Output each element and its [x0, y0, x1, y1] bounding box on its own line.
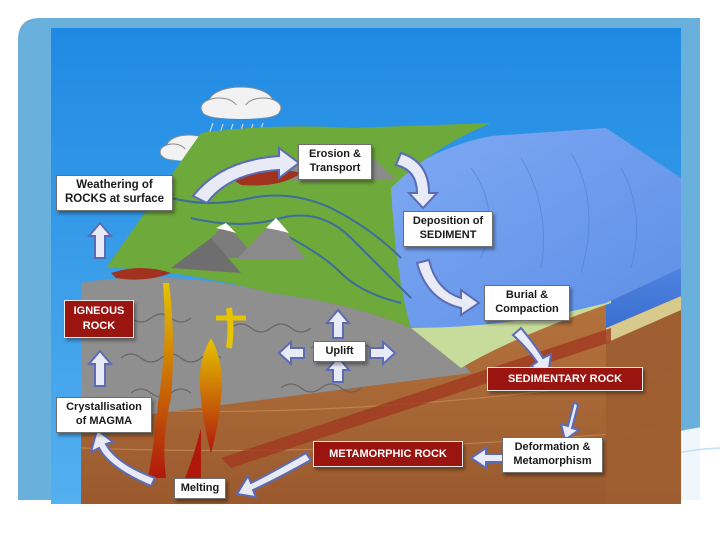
label-igneous-rock: IGNEOUS ROCK [64, 300, 134, 338]
label-melting: Melting [174, 478, 226, 499]
label-deposition: Deposition of SEDIMENT [403, 211, 493, 247]
label-burial-compaction: Burial & Compaction [484, 285, 570, 321]
label-uplift: Uplift [313, 341, 366, 362]
label-deformation-metamorphism: Deformation & Metamorphism [502, 437, 603, 473]
label-erosion-transport: Erosion & Transport [298, 144, 372, 180]
label-weathering: Weathering of ROCKS at surface [56, 175, 173, 211]
label-metamorphic-rock: METAMORPHIC ROCK [313, 441, 463, 467]
label-sedimentary-rock: SEDIMENTARY ROCK [487, 367, 643, 391]
label-crystallisation: Crystallisation of MAGMA [56, 397, 152, 433]
